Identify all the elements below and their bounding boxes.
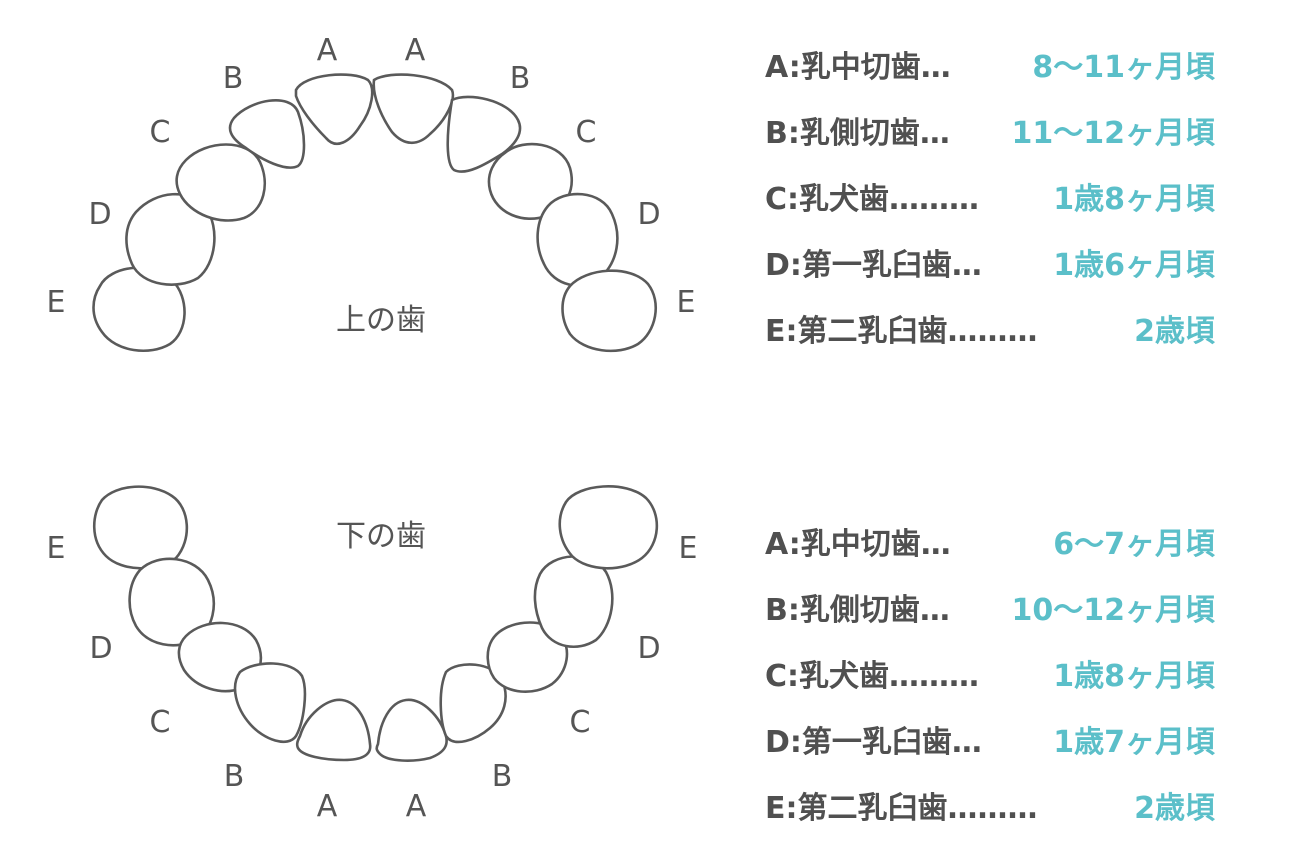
eruption-age: 11〜12ヶ月頃 bbox=[1011, 116, 1216, 151]
upper-right-label-a: A bbox=[405, 33, 426, 68]
list-item: B:乳側切歯… 11〜12ヶ月頃 bbox=[765, 102, 1215, 168]
lower-tooth-letters: E D C B A A B C D E bbox=[47, 531, 698, 824]
lower-right-tooth-c bbox=[486, 621, 569, 694]
upper-left-tooth-b bbox=[228, 98, 306, 169]
lower-right-tooth-d bbox=[533, 555, 614, 648]
tooth-name: C:乳犬歯……… bbox=[765, 182, 980, 217]
lower-right-label-c: C bbox=[570, 705, 591, 740]
tooth-name: C:乳犬歯……… bbox=[765, 659, 980, 694]
upper-left-tooth-c bbox=[175, 143, 267, 222]
lower-left-label-c: C bbox=[150, 705, 171, 740]
eruption-age: 1歳7ヶ月頃 bbox=[1053, 725, 1215, 760]
tooth-name: D:第一乳臼歯… bbox=[765, 248, 982, 283]
lower-jaw-title: 下の歯 bbox=[336, 519, 426, 554]
lower-right-tooth-b bbox=[439, 663, 507, 744]
list-item: A:乳中切歯… 8〜11ヶ月頃 bbox=[765, 36, 1215, 102]
upper-right-tooth-e bbox=[561, 269, 657, 353]
lower-right-label-b: B bbox=[492, 759, 513, 794]
eruption-age: 8〜11ヶ月頃 bbox=[1032, 50, 1215, 85]
lower-left-label-a: A bbox=[317, 789, 338, 824]
upper-left-label-c: C bbox=[150, 115, 171, 150]
lower-right-label-a: A bbox=[406, 789, 427, 824]
list-item: D:第一乳臼歯… 1歳6ヶ月頃 bbox=[765, 234, 1215, 300]
lower-left-label-e: E bbox=[47, 531, 66, 566]
upper-jaw-title: 上の歯 bbox=[336, 303, 426, 338]
lower-right-tooth-a bbox=[375, 698, 448, 762]
upper-left-tooth-a bbox=[294, 73, 374, 145]
tooth-name: B:乳側切歯… bbox=[765, 116, 950, 151]
eruption-age: 10〜12ヶ月頃 bbox=[1011, 593, 1216, 628]
eruption-age: 6〜7ヶ月頃 bbox=[1053, 527, 1215, 562]
eruption-age: 1歳6ヶ月頃 bbox=[1053, 248, 1215, 283]
lower-left-tooth-a bbox=[295, 698, 372, 762]
tooth-name: E:第二乳臼歯……… bbox=[765, 791, 1038, 826]
list-item: A:乳中切歯… 6〜7ヶ月頃 bbox=[765, 513, 1215, 579]
tooth-name: E:第二乳臼歯……… bbox=[765, 314, 1038, 349]
upper-right-label-e: E bbox=[677, 285, 696, 320]
eruption-age: 1歳8ヶ月頃 bbox=[1053, 182, 1215, 217]
upper-jaw bbox=[92, 73, 657, 353]
list-item: B:乳側切歯… 10〜12ヶ月頃 bbox=[765, 579, 1215, 645]
lower-left-label-d: D bbox=[89, 631, 112, 666]
tooth-name: A:乳中切歯… bbox=[765, 527, 951, 562]
list-item: E:第二乳臼歯……… 2歳頃 bbox=[765, 777, 1215, 843]
list-item: E:第二乳臼歯……… 2歳頃 bbox=[765, 300, 1215, 366]
upper-tooth-letters: E D C B A A B C D E bbox=[47, 33, 696, 320]
tooth-name: B:乳側切歯… bbox=[765, 593, 950, 628]
eruption-age: 2歳頃 bbox=[1134, 314, 1215, 349]
upper-right-label-c: C bbox=[576, 115, 597, 150]
lower-left-label-b: B bbox=[224, 759, 245, 794]
list-item: C:乳犬歯……… 1歳8ヶ月頃 bbox=[765, 168, 1215, 234]
lower-eruption-list: A:乳中切歯… 6〜7ヶ月頃 B:乳側切歯… 10〜12ヶ月頃 C:乳犬歯………… bbox=[765, 513, 1215, 843]
upper-right-label-b: B bbox=[510, 61, 531, 96]
upper-eruption-list: A:乳中切歯… 8〜11ヶ月頃 B:乳側切歯… 11〜12ヶ月頃 C:乳犬歯……… bbox=[765, 36, 1215, 366]
upper-right-tooth-a bbox=[372, 73, 455, 145]
tooth-name: A:乳中切歯… bbox=[765, 50, 951, 85]
upper-right-label-d: D bbox=[637, 197, 660, 232]
eruption-age: 2歳頃 bbox=[1134, 791, 1215, 826]
lower-right-label-e: E bbox=[679, 531, 698, 566]
lower-jaw bbox=[92, 485, 659, 762]
upper-left-label-a: A bbox=[317, 33, 338, 68]
upper-left-label-b: B bbox=[223, 61, 244, 96]
eruption-age: 1歳8ヶ月頃 bbox=[1053, 659, 1215, 694]
list-item: D:第一乳臼歯… 1歳7ヶ月頃 bbox=[765, 711, 1215, 777]
lower-left-tooth-b bbox=[233, 662, 307, 743]
upper-left-label-e: E bbox=[47, 285, 66, 320]
tooth-name: D:第一乳臼歯… bbox=[765, 725, 982, 760]
lower-right-tooth-e bbox=[558, 485, 659, 570]
list-item: C:乳犬歯……… 1歳8ヶ月頃 bbox=[765, 645, 1215, 711]
upper-left-label-d: D bbox=[88, 197, 111, 232]
lower-left-tooth-e bbox=[92, 485, 189, 570]
lower-right-label-d: D bbox=[637, 631, 660, 666]
